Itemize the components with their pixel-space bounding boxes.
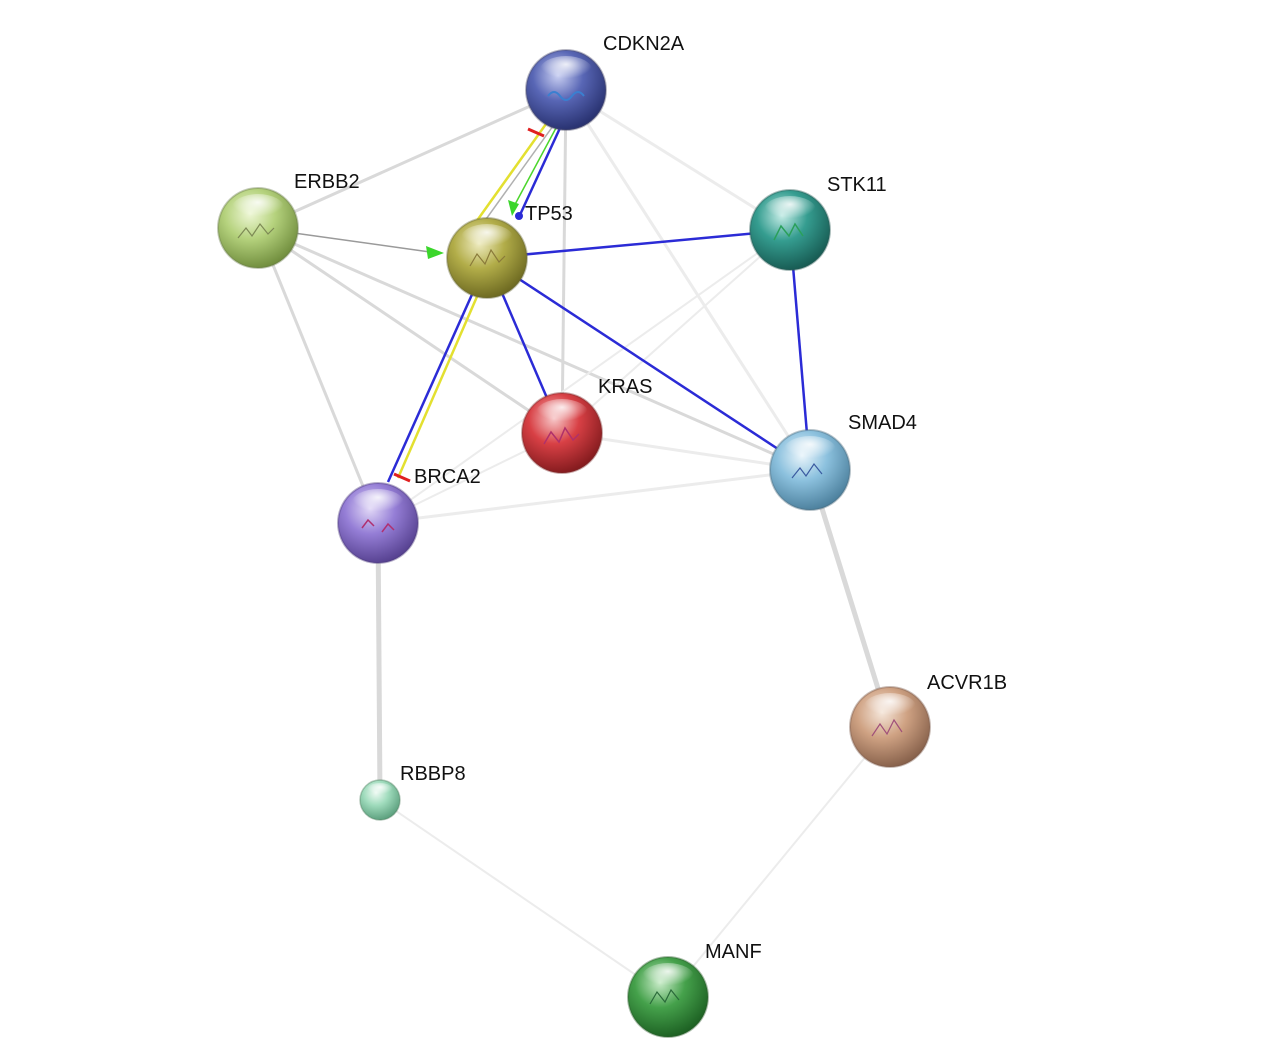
edge-tp53-cdkn2a-association xyxy=(483,125,554,223)
edge-stk11-kras xyxy=(561,229,791,434)
edge-acvr1b-manf xyxy=(667,726,891,998)
node-label-kras: KRAS xyxy=(598,376,652,398)
protein-structure-icon xyxy=(773,222,804,241)
edge-tp53-brca2-expression xyxy=(396,291,481,479)
activation-arrowhead-icon xyxy=(508,200,519,216)
edge-tp53-cdkn2a-activation xyxy=(511,127,557,211)
node-label-manf: MANF xyxy=(705,941,762,963)
inhibition-bar-icon xyxy=(393,472,411,483)
edge-tp53-stk11 xyxy=(486,228,791,260)
node-label-tp53: TP53 xyxy=(525,203,573,225)
edge-stk11-smad4 xyxy=(788,229,812,471)
edge-tp53-brca2-binding xyxy=(386,289,476,483)
protein-structure-icon xyxy=(871,718,903,737)
node-acvr1b[interactable]: ACVR1B xyxy=(849,672,1007,768)
node-label-stk11: STK11 xyxy=(827,174,887,196)
protein-structure-icon xyxy=(543,426,580,445)
edge-erbb2-smad4 xyxy=(256,226,812,472)
edge-tp53-cdkn2a-binding xyxy=(517,127,562,218)
edge-cdkn2a-smad4 xyxy=(564,88,812,472)
edge-erbb2-cdkn2a xyxy=(256,88,568,230)
node-label-cdkn2a: CDKN2A xyxy=(603,33,685,55)
node-tp53[interactable]: TP53 xyxy=(446,203,573,299)
edge-erbb2-kras xyxy=(256,226,564,435)
node-stk11[interactable]: STK11 xyxy=(749,174,887,271)
protein-structure-icon xyxy=(791,462,823,479)
edge-tp53-smad4 xyxy=(486,256,811,472)
edge-smad4-acvr1b xyxy=(807,467,893,730)
node-cdkn2a[interactable]: CDKN2A xyxy=(525,33,685,131)
protein-structure-icon xyxy=(237,222,275,239)
node-erbb2[interactable]: ERBB2 xyxy=(217,171,360,269)
node-label-rbbp8: RBBP8 xyxy=(400,763,466,785)
protein-structure-icon xyxy=(361,518,395,533)
protein-structure-icon xyxy=(469,248,506,267)
edge-erbb2-brca2 xyxy=(256,226,380,525)
edge-rbbp8-manf xyxy=(379,799,669,998)
protein-structure-icon xyxy=(649,988,680,1005)
node-label-erbb2: ERBB2 xyxy=(294,171,360,193)
edge-stk11-brca2 xyxy=(377,229,791,524)
node-label-smad4: SMAD4 xyxy=(848,412,917,434)
node-label-acvr1b: ACVR1B xyxy=(927,672,1007,694)
edges xyxy=(256,88,893,998)
edge-kras-smad4 xyxy=(560,431,812,472)
activation-arrowhead-icon xyxy=(426,246,444,259)
node-rbbp8[interactable]: RBBP8 xyxy=(359,763,466,821)
binding-endpoint-icon xyxy=(515,212,523,220)
edge-brca2-smad4 xyxy=(376,468,812,525)
edge-tp53-cdkn2a-expression xyxy=(474,123,548,223)
node-brca2[interactable]: BRCA2 xyxy=(337,466,481,564)
node-manf[interactable]: MANF xyxy=(627,941,762,1038)
edge-cdkn2a-stk11 xyxy=(564,88,792,232)
edge-cdkn2a-kras xyxy=(560,88,568,435)
node-smad4[interactable]: SMAD4 xyxy=(769,412,917,511)
node-kras[interactable]: KRAS xyxy=(521,376,652,474)
inhibition-bar-icon xyxy=(527,127,545,138)
protein-structure-icon xyxy=(547,91,585,101)
edge-brca2-rbbp8 xyxy=(375,520,383,803)
nodes: CDKN2A ERBB2 TP53 STK11 KRAS xyxy=(217,33,1007,1038)
node-label-brca2: BRCA2 xyxy=(414,466,481,488)
